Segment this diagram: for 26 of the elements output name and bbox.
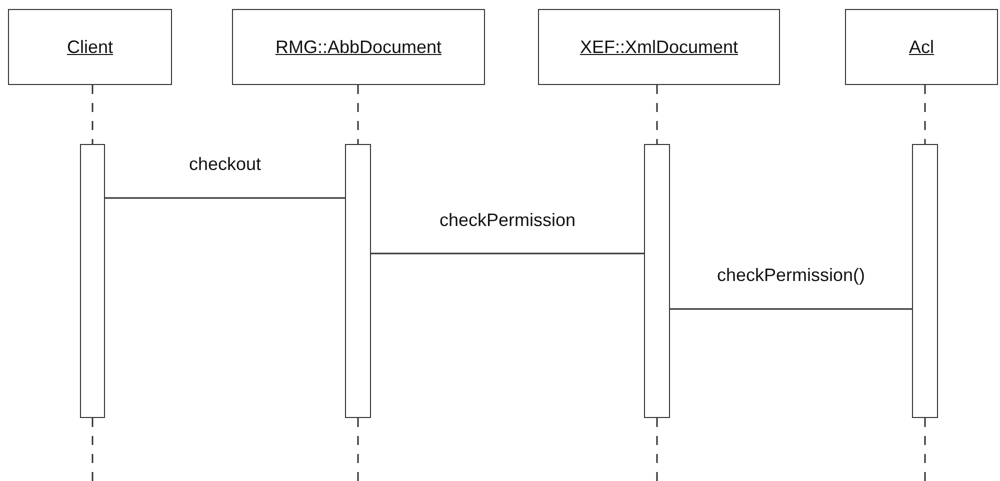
lifeline (92, 85, 94, 144)
object-box (845, 9, 998, 85)
lifeline (357, 418, 359, 481)
activation-bar (912, 144, 938, 418)
lifeline (924, 85, 926, 144)
lifeline (924, 418, 926, 481)
object-box (538, 9, 780, 85)
activation-bar (644, 144, 670, 418)
lifeline (92, 418, 94, 481)
object-box (232, 9, 485, 85)
activation-bar (345, 144, 371, 418)
object-name: XEF::XmlDocument (580, 36, 738, 58)
message-label: checkPermission (439, 210, 576, 230)
activation-bar (80, 144, 105, 418)
message-line (670, 308, 912, 310)
message-label: checkPermission() (716, 265, 866, 286)
object-box (8, 9, 172, 85)
message-label: checkout (188, 154, 262, 175)
object-name: RMG::AbbDocument (275, 36, 442, 58)
message-line (105, 197, 345, 199)
object-name: Client (66, 36, 114, 58)
object-name: Acl (908, 36, 934, 58)
lifeline (357, 85, 359, 144)
lifeline (656, 85, 658, 144)
message-line (371, 252, 644, 254)
lifeline (656, 418, 658, 481)
